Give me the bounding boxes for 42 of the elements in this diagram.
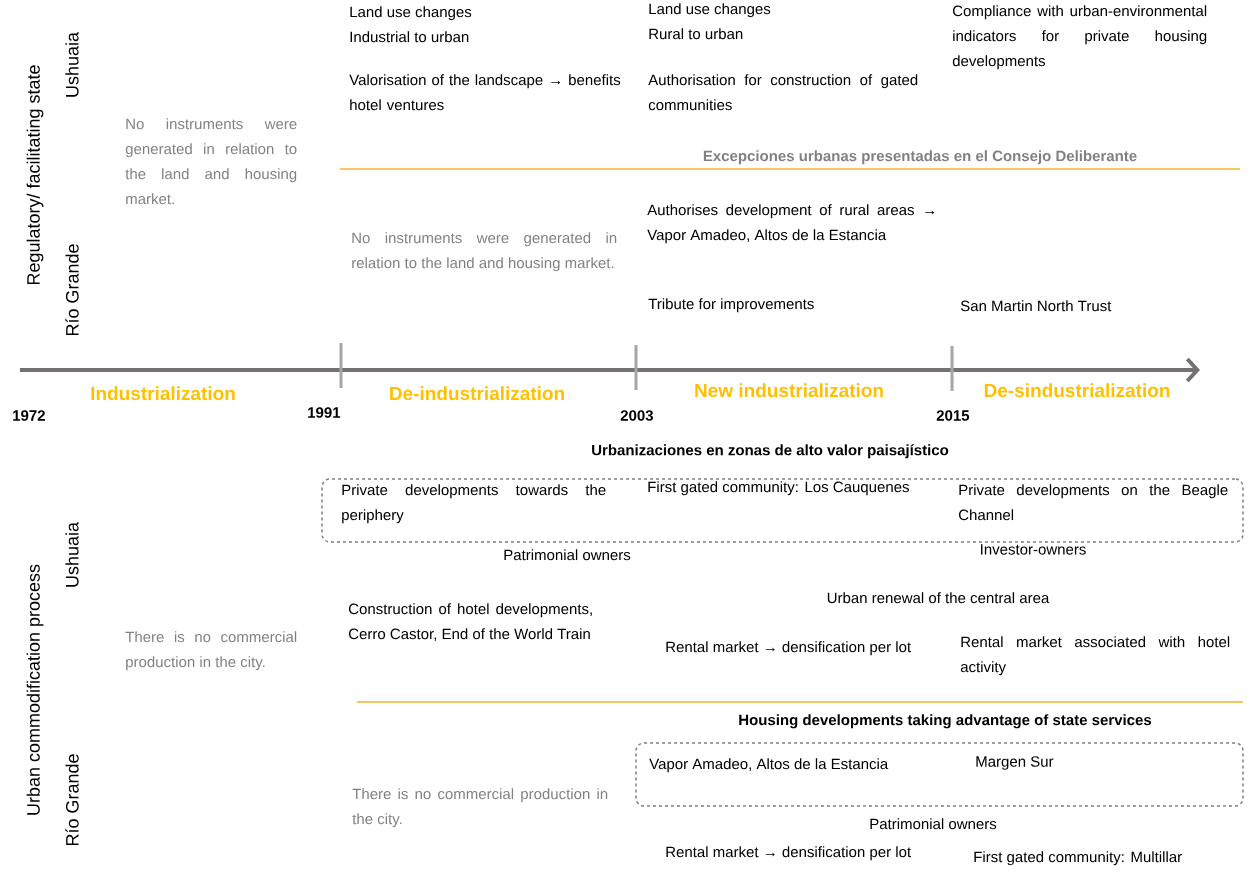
note-text: Rental market → densification per lot (666, 846, 911, 861)
period-label: De-sindustrialization (984, 383, 1170, 398)
note-text: Rental market associated with hotel activity (960, 636, 1230, 676)
year-label: 1972 (13, 410, 45, 421)
note-text: San Martin North Trust (960, 300, 1112, 312)
note-text: There is no commercial production in the city. (125, 631, 297, 671)
item-text: Private developments towards the periphery (342, 484, 606, 524)
item-text: Vapor Amadeo, Altos de la Estancia (649, 758, 889, 773)
row-label: Ushuaia (65, 522, 79, 587)
note-text: Valorisation of the landscape → benefits hotel ventures (349, 74, 621, 111)
note-text: Rental market → densification per lot (666, 641, 911, 656)
row-label: Urban commodification process (26, 564, 44, 815)
period-label: New industrialization (695, 383, 883, 398)
year-label: 2015 (936, 410, 970, 421)
row-label: Río Grande (65, 244, 79, 336)
row-label: Regulatory/ facilitating state (26, 65, 44, 285)
group-heading: Urbanizaciones en zonas de alto valor paisajístico (592, 444, 949, 459)
note-text: No instruments were generated in relation to the land and housing market. (125, 118, 297, 205)
note-text: Rural to urban (649, 28, 743, 40)
row-label: Río Grande (65, 754, 79, 846)
note-text: Industrial to urban (350, 31, 469, 43)
note-text: Land use changes (649, 3, 771, 18)
item-text: Private developments on the Beagle Channel (959, 484, 1228, 521)
note-text: Urban renewal of the central area (827, 592, 1050, 604)
year-label: 2003 (620, 410, 653, 421)
note-text: There is no commercial production in the city. (352, 788, 608, 828)
year-label: 1991 (308, 407, 341, 418)
note-text: Authorisation for construction of gated communities (648, 74, 918, 111)
note-text: Land use changes (350, 6, 472, 21)
note-text: Construction of hotel developments, Cerro Castor, End of the World Train (348, 603, 592, 641)
note-text: No instruments were generated in relation to the land and housing market. (352, 232, 617, 272)
note-text: Compliance with urban-environmental indicators for private housing developments (952, 5, 1207, 70)
item-text: Margen Sur (976, 756, 1054, 770)
period-label: Industrialization (91, 386, 235, 401)
row-label: Ushuaia (65, 32, 79, 97)
divider-label: Excepciones urbanas presentadas en el Consejo Deliberante (696, 150, 1144, 165)
note-text: First gated community: Multillar (974, 851, 1182, 866)
note-text: Tribute for improvements (648, 298, 814, 313)
period-label: De-industrialization (390, 386, 564, 401)
note-text: Authorises development of rural areas → Vapor Amadeo, Altos de la Estancia (647, 204, 935, 244)
group-heading: Housing developments taking advantage of state services (739, 714, 1152, 729)
item-text: First gated community: Los Cauquenes (648, 481, 909, 496)
